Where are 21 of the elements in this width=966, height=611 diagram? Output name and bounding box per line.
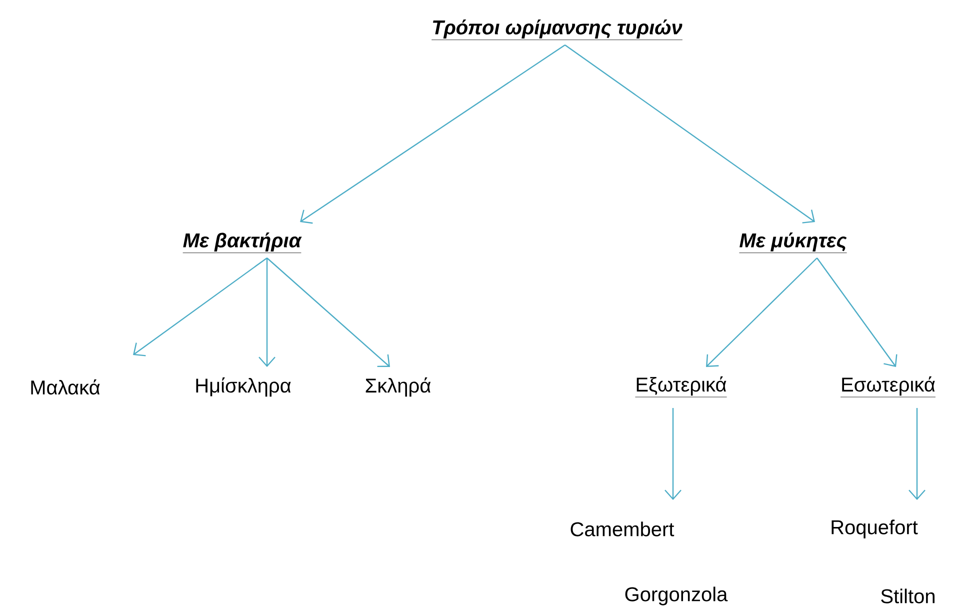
arrow <box>564 44 815 224</box>
arrow <box>664 408 682 500</box>
arrow <box>258 258 276 367</box>
arrow <box>133 258 268 356</box>
leaf-label: Ημίσκληρα <box>196 377 291 397</box>
leaf-label: Σκληρά <box>366 377 431 397</box>
cheese-label: Gorgonzola <box>625 586 728 606</box>
category-heading: Με βακτήρια <box>182 232 302 254</box>
leaf-label: Μαλακά <box>31 379 100 395</box>
arrow <box>706 258 818 367</box>
arrow <box>300 44 566 224</box>
arrow <box>266 258 390 368</box>
leaf-label: Roquefort <box>832 520 918 538</box>
arrow <box>816 258 898 367</box>
subcategory-label: Εξωτερικά <box>635 376 727 398</box>
title-heading: Τρόποι ωρίμανσης τυριών <box>431 20 683 40</box>
category-heading: Με μύκητες <box>739 232 847 254</box>
cheese-label: Stilton <box>881 588 934 604</box>
leaf-label: Camembert <box>570 522 674 536</box>
arrow <box>908 408 926 500</box>
subcategory-label: Εσωτερικά <box>840 376 936 398</box>
